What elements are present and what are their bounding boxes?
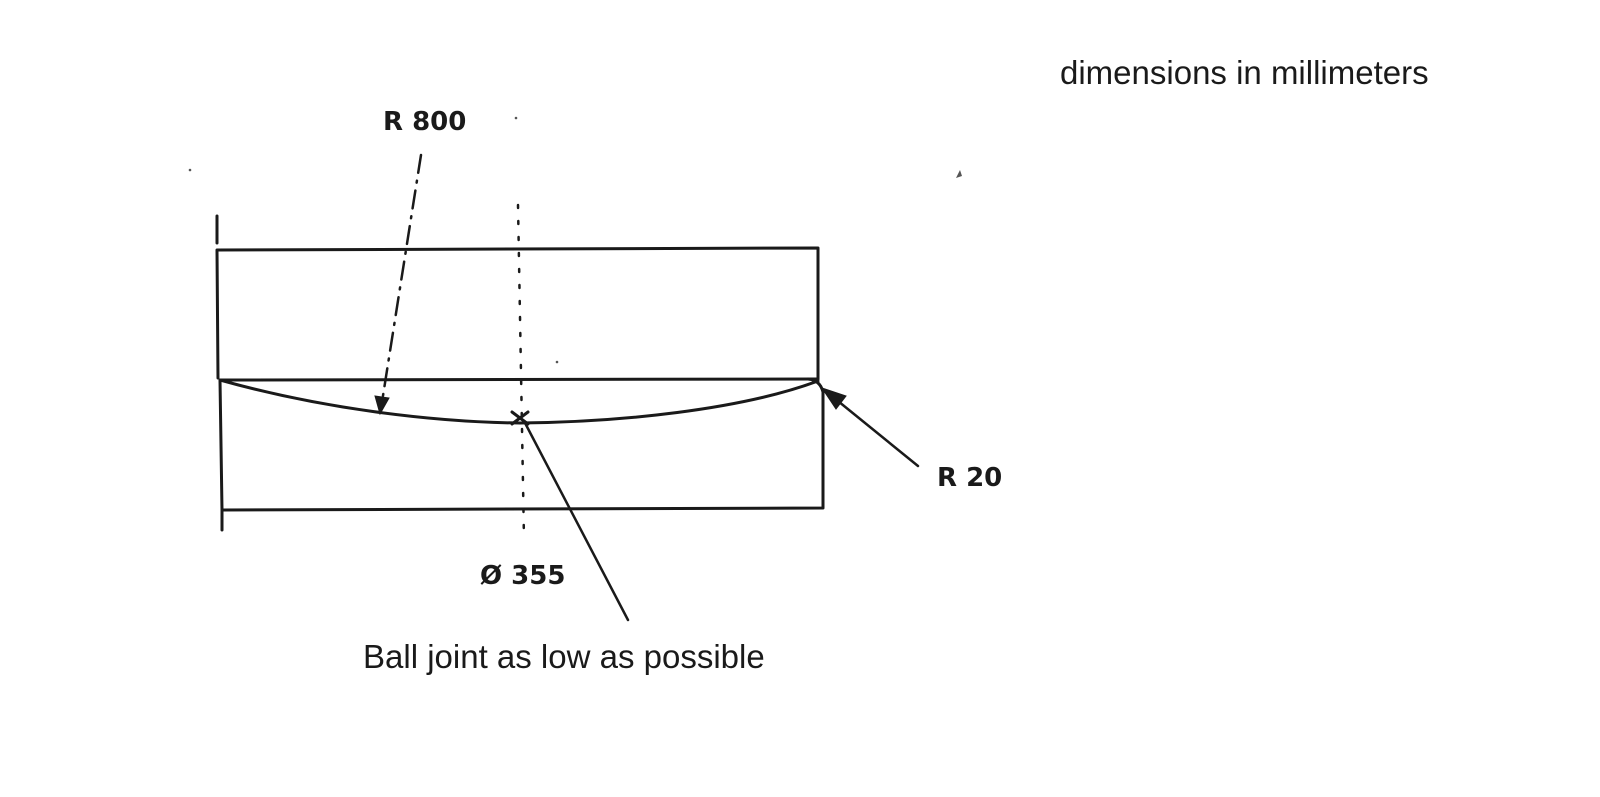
r20-leader xyxy=(831,395,920,468)
diameter-label: Ø 355 xyxy=(480,561,565,591)
r20-label: R 20 xyxy=(937,463,1002,493)
joint-line xyxy=(218,377,820,382)
r800-curve xyxy=(218,378,820,425)
upper-block-outline xyxy=(215,246,820,381)
scan-specks xyxy=(188,116,962,364)
ball-joint-note: Ball joint as low as possible xyxy=(363,638,765,675)
units-note: dimensions in millimeters xyxy=(1060,54,1429,91)
r800-arrowhead xyxy=(374,395,390,416)
r20-arrowhead xyxy=(820,387,847,410)
ball-joint-leader xyxy=(522,419,630,622)
r800-leader xyxy=(380,153,423,404)
center-line xyxy=(516,203,526,542)
r20-edge-round xyxy=(806,377,825,394)
r800-label: R 800 xyxy=(383,107,466,137)
